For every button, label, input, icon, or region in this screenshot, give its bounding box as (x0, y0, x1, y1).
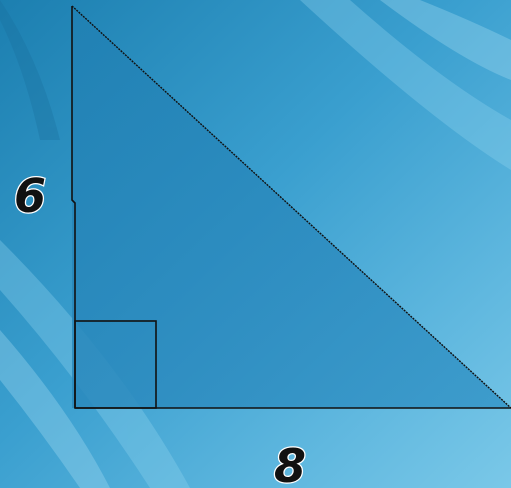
right-angle-marker (74, 320, 157, 409)
horizontal-leg-label: 8 (274, 439, 306, 488)
vertical-leg (71, 6, 76, 408)
hypotenuse (71, 5, 511, 409)
vertical-leg-label: 6 (14, 169, 46, 223)
